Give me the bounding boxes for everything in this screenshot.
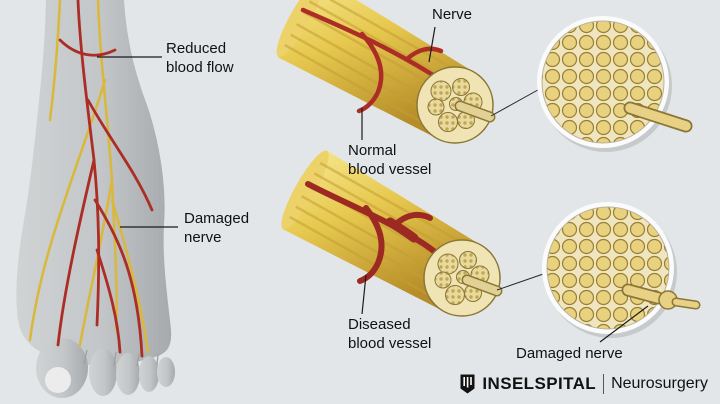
leader-line-nerve [428, 26, 436, 63]
axon-bundle-cross-section [546, 206, 670, 330]
nerve-label: Nerve [432, 6, 473, 23]
protruding-fascicle [463, 276, 501, 295]
fascicles [427, 78, 483, 132]
branding-divider [603, 374, 605, 394]
axon-bundle-cross-section [541, 20, 665, 144]
nerve-cylinder-diseased [281, 150, 503, 317]
branding: INSELSPITAL Neurosurgery [460, 374, 708, 394]
inset-magnifier-diseased [542, 202, 701, 338]
reduced-blood-flow-label: Reduced blood flow [166, 40, 234, 76]
department-name: Neurosurgery [611, 375, 708, 392]
connector-line-top-inset [490, 85, 546, 117]
foot-illustration [16, 0, 175, 398]
toenail [45, 367, 71, 393]
normal-axon [625, 103, 691, 131]
hospital-name: INSELSPITAL [482, 374, 597, 393]
leader-line-damaged-nerve [599, 305, 649, 343]
cylinder-far-cap [281, 150, 329, 230]
damaged-nerve-foot-label: Damaged nerve [184, 210, 250, 246]
diseased-blood-vessel-label: Diseased blood vessel [348, 316, 432, 352]
protruding-fascicle [456, 102, 494, 121]
inset-magnifier-normal [537, 16, 693, 152]
leader-line-diseased-vessel [361, 274, 367, 315]
nerve-cylinder-normal [276, 0, 496, 144]
damaged-nerve-inset-label: Damaged nerve [516, 345, 623, 362]
artery-paths [56, 0, 154, 358]
normal-blood-vessel-label: Normal blood vessel [348, 142, 432, 178]
inselspital-logo-icon [460, 374, 475, 394]
cylinder-far-cap [276, 0, 324, 57]
toe-creases [83, 349, 159, 367]
damaged-axon-tail [673, 299, 699, 308]
connector-line-bottom-inset [496, 271, 550, 291]
damaged-axon [623, 285, 663, 303]
